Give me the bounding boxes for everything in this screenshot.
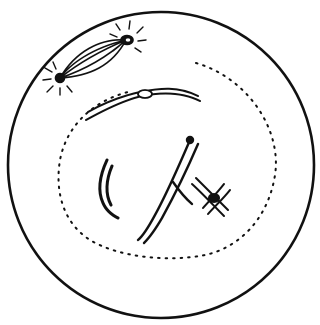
chromosome-long-diagonal — [138, 137, 198, 243]
cell-membrane — [8, 12, 314, 318]
chromosome-short-curved — [100, 160, 118, 218]
nuclear-envelope-dotted — [59, 63, 276, 258]
chromosome-horizontal — [86, 89, 200, 120]
chromosome-x-shaped — [192, 178, 230, 216]
aster-rays — [43, 21, 146, 95]
